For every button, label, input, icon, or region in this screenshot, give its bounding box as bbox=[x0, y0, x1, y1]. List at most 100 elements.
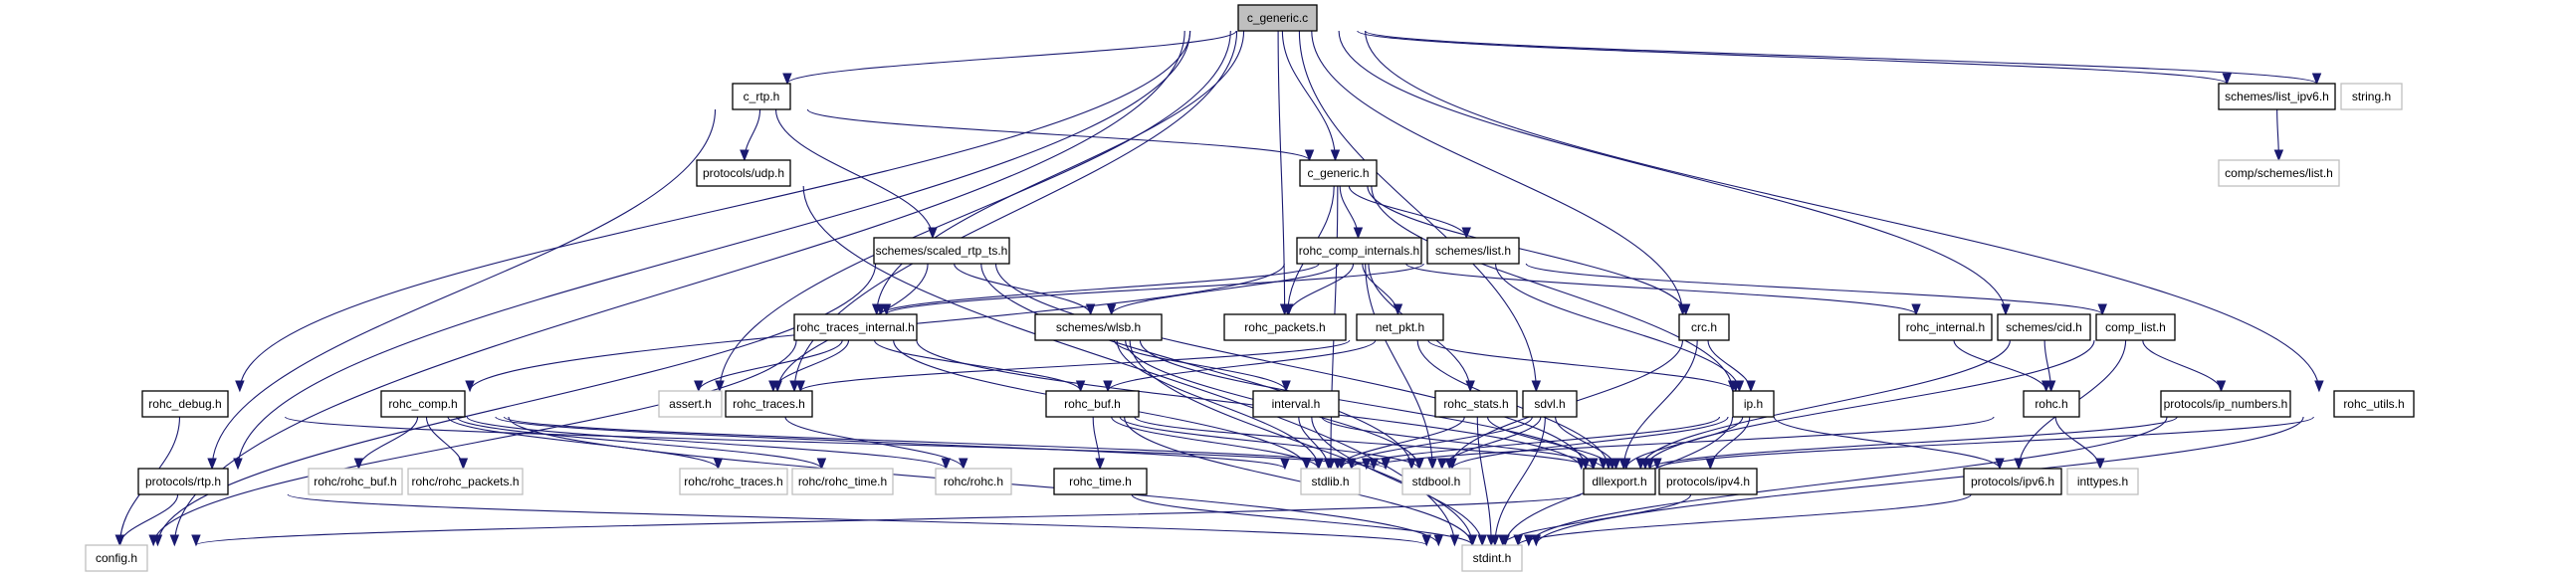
node-label: rohc_comp_internals.h bbox=[1299, 244, 1419, 258]
arrowhead-icon bbox=[169, 534, 180, 547]
edge-net_pkt_h-to-ip_h bbox=[1427, 339, 1737, 392]
arrowhead-icon bbox=[694, 380, 704, 393]
node-label: schemes/scaled_rtp_ts.h bbox=[876, 244, 1008, 258]
node-rohc-comp-h[interactable]: rohc_comp.h bbox=[380, 390, 466, 418]
node-c-generic-h[interactable]: c_generic.h bbox=[1299, 159, 1378, 187]
edge-c_rtp_h-to-c_generic_h bbox=[806, 108, 1311, 161]
node-box bbox=[873, 237, 1010, 265]
edge-schemes_cid_h-to-dllexport_h bbox=[1639, 339, 2011, 470]
edge-rohc_stats_h-to-dllexport_h bbox=[1486, 416, 1613, 470]
edge-comp_list_h-to-dllexport_h bbox=[1644, 339, 2095, 470]
node-label: interval.h bbox=[1272, 397, 1321, 411]
node-protocols-udp-h[interactable]: protocols/udp.h bbox=[696, 159, 791, 187]
edge-protocols_rtp_h-to-config_h bbox=[118, 493, 179, 546]
node-crc-h[interactable]: crc.h bbox=[1678, 313, 1730, 341]
node-box bbox=[1252, 390, 1340, 418]
arrowhead-icon bbox=[1610, 458, 1621, 471]
node-sdvl-h[interactable]: sdvl.h bbox=[1522, 390, 1578, 418]
node-schemes-list-h[interactable]: schemes/list.h bbox=[1426, 237, 1520, 265]
arrowhead-icon bbox=[1361, 458, 1372, 471]
edge-comp_list_h-to-protocols_ip_numbers_h bbox=[2142, 339, 2223, 392]
node-schemes-list-ipv6-h[interactable]: schemes/list_ipv6.h bbox=[2218, 83, 2336, 110]
node-rohc-traces-internal-h[interactable]: rohc_traces_internal.h bbox=[793, 313, 918, 341]
edge-rohc_buf_h-to-stdint_h bbox=[1124, 416, 1473, 546]
node-label: rohc_utils.h bbox=[2343, 397, 2404, 411]
node-box bbox=[1678, 313, 1730, 341]
arrowhead-icon bbox=[795, 380, 805, 393]
edge-c_generic_h-to-ip_h bbox=[1371, 185, 1734, 392]
edge-rohc_stats_h-to-stdint_h bbox=[1476, 416, 1492, 546]
node-label: schemes/cid.h bbox=[2006, 320, 2082, 334]
edge-sdvl_h-to-stdint_h bbox=[1494, 416, 1546, 546]
arrowhead-icon bbox=[233, 458, 243, 471]
node-protocols-ipv4-h[interactable]: protocols/ipv4.h bbox=[1658, 468, 1758, 495]
edge-rohc_traces_internal_h-to-assert_h bbox=[698, 339, 843, 392]
node-rohc-rohc-h: rohc/rohc.h bbox=[935, 468, 1012, 495]
edge-rohc_comp_h-to-stdlib_h bbox=[495, 416, 1286, 470]
node-rohc-utils-h[interactable]: rohc_utils.h bbox=[2333, 390, 2415, 418]
arrowhead-icon bbox=[941, 458, 952, 471]
node-net-pkt-h[interactable]: net_pkt.h bbox=[1356, 313, 1444, 341]
arrowhead-icon bbox=[1406, 458, 1416, 471]
node-box bbox=[2218, 159, 2340, 187]
node-rohc-stats-h[interactable]: rohc_stats.h bbox=[1434, 390, 1518, 418]
edge-c_generic_c-to-schemes_cid_h bbox=[1338, 30, 2007, 315]
node-rohc-traces-h[interactable]: rohc_traces.h bbox=[725, 390, 813, 418]
node-rohc-h[interactable]: rohc.h bbox=[2023, 390, 2080, 418]
node-label: rohc_buf.h bbox=[1064, 397, 1121, 411]
edge-protocols_ipv4_h-to-config_h bbox=[195, 493, 1582, 546]
edges-layer bbox=[114, 30, 2324, 547]
arrowhead-icon bbox=[1330, 149, 1341, 162]
arrowhead-icon bbox=[2216, 380, 2227, 393]
node-label: rohc_stats.h bbox=[1443, 397, 1508, 411]
arrowhead-icon bbox=[876, 303, 886, 316]
node-dllexport-h[interactable]: dllexport.h bbox=[1583, 468, 1656, 495]
node-interval-h[interactable]: interval.h bbox=[1252, 390, 1340, 418]
edge-rohc_comp_h-to-rohc_rohc_h bbox=[466, 416, 947, 470]
arrowhead-icon bbox=[1421, 534, 1431, 547]
node-protocols-ip-numbers-h[interactable]: protocols/ip_numbers.h bbox=[2160, 390, 2291, 418]
node-label: schemes/list_ipv6.h bbox=[2225, 90, 2329, 103]
edge-ip_h-to-stdbool_h bbox=[1451, 416, 1729, 470]
arrowhead-icon bbox=[1281, 380, 1291, 393]
edge-rohc_buf_h-to-stdlib_h bbox=[1111, 416, 1320, 470]
node-rohc-packets-h[interactable]: rohc_packets.h bbox=[1223, 313, 1347, 341]
arrowhead-icon bbox=[114, 534, 125, 547]
node-schemes-wlsb-h[interactable]: schemes/wlsb.h bbox=[1034, 313, 1163, 341]
node-schemes-cid-h[interactable]: schemes/cid.h bbox=[1997, 313, 2091, 341]
arrowhead-icon bbox=[1531, 380, 1542, 393]
node-schemes-scaled-rtp-ts-h[interactable]: schemes/scaled_rtp_ts.h bbox=[873, 237, 1010, 265]
node-protocols-ipv6-h[interactable]: protocols/ipv6.h bbox=[1963, 468, 2062, 495]
node-label: c_generic.c bbox=[1247, 11, 1308, 25]
node-label: sdvl.h bbox=[1534, 397, 1565, 411]
node-comp-list-h[interactable]: comp_list.h bbox=[2095, 313, 2176, 341]
arrowhead-icon bbox=[740, 149, 750, 162]
edge-rohc_comp_internals_h-to-rohc_internal_h bbox=[1405, 263, 1917, 315]
arrowhead-icon bbox=[1106, 303, 1117, 316]
edge-rohc_comp_internals_h-to-rohc_traces_internal_h bbox=[880, 263, 1320, 315]
arrowhead-icon bbox=[2222, 73, 2233, 86]
node-c-generic-c[interactable]: c_generic.c bbox=[1237, 4, 1318, 32]
node-box bbox=[1434, 390, 1518, 418]
node-rohc-debug-h[interactable]: rohc_debug.h bbox=[141, 390, 229, 418]
node-protocols-rtp-h[interactable]: protocols/rtp.h bbox=[137, 468, 229, 495]
edge-rohc_traces_h-to-rohc_rohc_h bbox=[784, 416, 965, 470]
arrowhead-icon bbox=[1731, 380, 1741, 393]
node-c-rtp-h[interactable]: c_rtp.h bbox=[732, 83, 791, 110]
arrowhead-icon bbox=[1995, 458, 2005, 471]
edge-rohc_buf_h-to-dllexport_h bbox=[1134, 416, 1595, 470]
arrowhead-icon bbox=[1381, 458, 1391, 471]
node-ip-h[interactable]: ip.h bbox=[1732, 390, 1775, 418]
node-box bbox=[141, 390, 229, 418]
edge-crc_h-to-dllexport_h bbox=[1622, 339, 1698, 470]
node-rohc-comp-internals-h[interactable]: rohc_comp_internals.h bbox=[1296, 237, 1422, 265]
arrowhead-icon bbox=[1461, 227, 1471, 240]
node-rohc-time-h[interactable]: rohc_time.h bbox=[1053, 468, 1148, 495]
node-rohc-internal-h[interactable]: rohc_internal.h bbox=[1898, 313, 1993, 341]
edge-protocols_ipv6_h-to-stdint_h bbox=[1517, 493, 1972, 546]
node-rohc-buf-h[interactable]: rohc_buf.h bbox=[1045, 390, 1140, 418]
arrowhead-icon bbox=[2045, 380, 2056, 393]
arrowhead-icon bbox=[1324, 458, 1334, 471]
